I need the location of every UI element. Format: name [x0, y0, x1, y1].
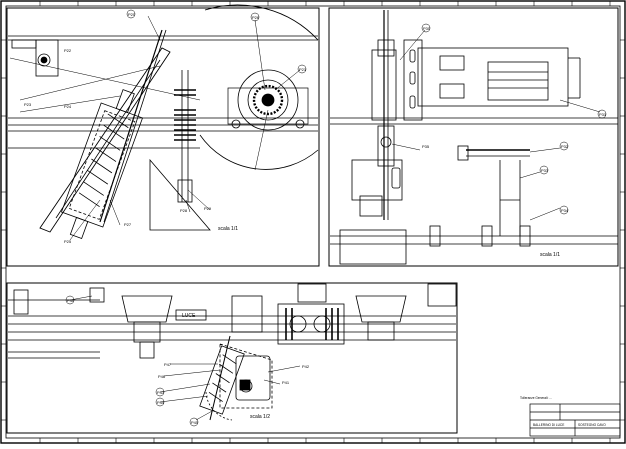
upper-right-balloons: P30 P31 P32 P33 P34 P35 scala 1/1	[421, 23, 607, 258]
title-block-text: Tolleranze Generali: ... BALLERINO DI LU…	[520, 396, 606, 427]
scale-label-upper-right: scala 1/1	[540, 252, 560, 258]
balloon-p45: P45	[191, 420, 199, 425]
scale-label-upper-left: scala 1/1	[218, 226, 238, 232]
balloon-p31: P31	[599, 112, 607, 117]
balloon-p40: P40	[67, 298, 75, 303]
balloon-p44: P44	[157, 400, 165, 405]
balloon-p23: P23	[24, 102, 32, 107]
balloon-p27: P27	[124, 222, 132, 227]
balloon-p30: P30	[423, 26, 431, 31]
lower-balloons: P40 P41 P42 P43 P44 P45 P46 P47 LUCE sca…	[65, 295, 310, 427]
scale-label-lower: scala 1/2	[250, 414, 270, 420]
balloon-p47: P47	[164, 362, 172, 367]
balloon-p43: P43	[157, 390, 165, 395]
lower-part-label: LUCE	[182, 313, 196, 319]
balloon-p28: P28	[180, 208, 188, 213]
balloon-p34: P34	[561, 208, 569, 213]
title-label-b: SOSTEGNO CAVO	[578, 423, 606, 427]
balloon-p21: P21	[299, 67, 307, 72]
upper-right-view	[330, 10, 618, 265]
balloon-p46: P46	[158, 374, 166, 379]
balloon-p20: P20	[128, 12, 136, 17]
balloon-p25: P25	[64, 239, 72, 244]
balloon-p22: P22	[64, 48, 72, 53]
balloon-p35: P35	[422, 144, 430, 149]
balloon-p42: P42	[302, 364, 310, 369]
title-label-a: BALLERINO DI LUCE	[533, 423, 564, 427]
upper-left-balloons: P20 P26 P21 P22 P23 P24 P25 P27 P28 P29 …	[24, 9, 307, 244]
balloon-p29: P29	[204, 206, 212, 211]
upper-left-view	[8, 4, 319, 241]
lower-view	[8, 283, 457, 421]
balloon-p26: P26	[252, 15, 260, 20]
balloon-p33: P33	[541, 168, 549, 173]
tolerance-note: Tolleranze Generali: ...	[520, 396, 552, 400]
balloon-p32: P32	[561, 144, 569, 149]
title-block	[529, 403, 621, 437]
view-frames	[6, 7, 619, 434]
balloon-p24: P24	[64, 104, 72, 109]
balloon-p41: P41	[282, 380, 290, 385]
